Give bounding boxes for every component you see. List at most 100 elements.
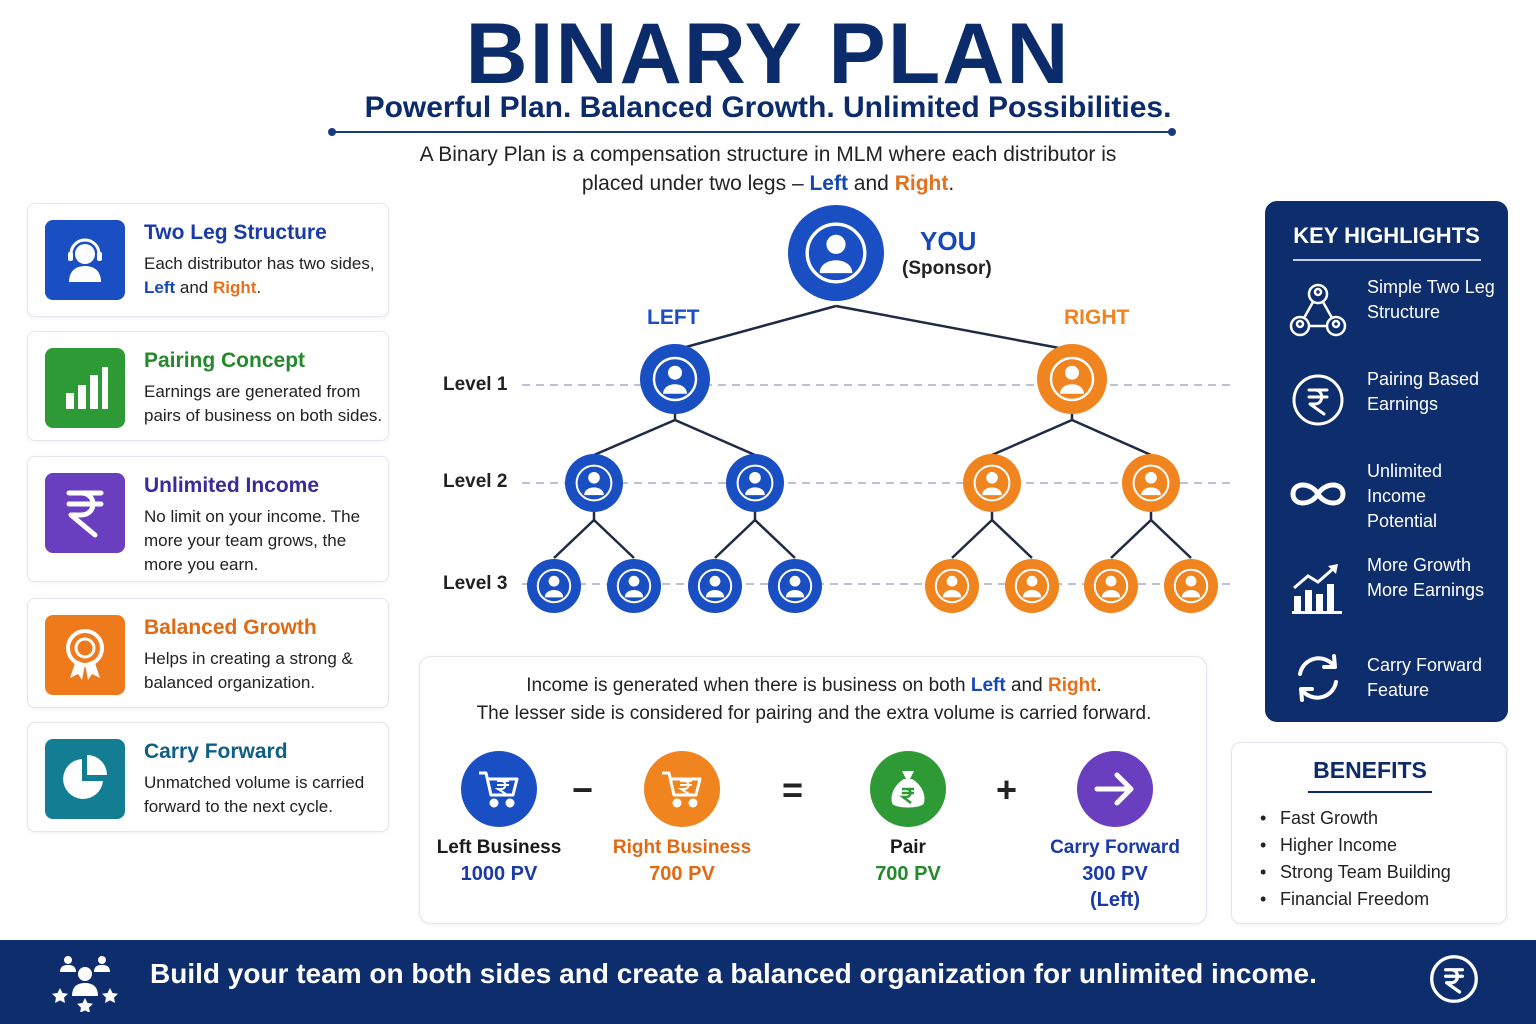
highlight-text: Carry Forward Feature [1367,655,1483,700]
left-level-3-node [688,559,742,613]
left-level-2-node [726,454,784,512]
right-level-3-node [1005,559,1059,613]
refresh-icon [1287,647,1349,709]
right-level-2-node [963,454,1021,512]
team-stars-icon [50,952,120,1013]
right-level-3-node [1164,559,1218,613]
benefit-item: Strong Team Building [1258,859,1451,886]
right-leg-label: RIGHT [1064,306,1130,329]
cart-rupee-icon [644,751,720,827]
feature-card-two-leg: Two Leg Structure Each distributor has t… [27,203,389,317]
tree-nodes [527,205,1218,613]
left-level-3-node [607,559,661,613]
infinity-icon [1287,463,1349,525]
rupee-circle-icon [1287,369,1349,431]
feature-body: Helps in creating a strong & balanced or… [144,649,353,692]
footer-banner: Build your team on both sides and create… [0,940,1536,1024]
calc-label: Carry Forward [1050,837,1180,858]
calc-value: 700 PV [649,863,715,885]
feature-left-word: Left [144,278,176,297]
benefit-item: Financial Freedom [1258,886,1451,913]
calc-label: Left Business [436,837,562,858]
connector [714,519,756,559]
key-highlights-divider [1293,259,1481,261]
income-calculation-panel: Income is generated when there is busine… [419,656,1207,924]
pie-chart-icon [45,739,125,819]
income-end: . [1096,675,1102,696]
intro-text: A Binary Plan is a compensation structur… [368,140,1168,198]
feature-title: Unlimited Income [144,474,320,497]
feature-body: Each distributor has two sides, Left and… [144,252,384,300]
feature-title: Carry Forward [144,740,288,763]
benefit-item: Fast Growth [1258,805,1451,832]
level-2-label: Level 2 [443,471,508,492]
rupee-circle-icon [1428,953,1480,1005]
connector [951,519,993,559]
page-title: BINARY PLAN [465,6,1071,102]
binary-tree-diagram [522,205,1232,613]
income-line-2: The lesser side is considered for pairin… [476,703,1152,724]
equals-operator: = [782,769,804,810]
intro-line-1: A Binary Plan is a compensation structur… [419,143,1117,166]
income-left-word: Left [970,675,1006,696]
feature-body: Unmatched volume is carried forward to t… [144,773,365,816]
connector [674,418,756,457]
calc-left-business: Left Business 1000 PV [434,751,564,887]
income-line-1: Income is generated when there is busine… [420,675,1208,697]
feature-body: No limit on your income. The more your t… [144,507,361,574]
money-bag-icon [870,751,946,827]
connector [835,304,1071,352]
right-level-2-node [1122,454,1180,512]
calc-label: Pair [890,837,926,858]
feature-card-balanced: Balanced Growth Helps in creating a stro… [27,598,389,708]
plus-operator: + [996,769,1018,810]
benefits-divider [1308,791,1432,793]
key-highlights-panel: KEY HIGHLIGHTS Simple Two Leg Structure … [1265,201,1508,722]
page-subtitle: Powerful Plan. Balanced Growth. Unlimite… [364,91,1172,124]
highlight-text: Simple Two Leg Structure [1367,277,1495,322]
highlight-text: More Growth More Earnings [1367,555,1485,600]
connector [991,418,1073,457]
key-highlights-title: KEY HIGHLIGHTS [1293,223,1480,248]
highlight-text: Unlimited Income Potential [1367,461,1443,531]
feature-card-pairing: Pairing Concept Earnings are generated f… [27,331,389,441]
feature-body-text: Each distributor has two sides, [144,254,375,273]
feature-title: Two Leg Structure [144,221,327,244]
bar-chart-icon [45,348,125,428]
left-level-3-node [768,559,822,613]
level-3-label: Level 3 [443,573,508,594]
feature-title: Pairing Concept [144,349,306,372]
network-icon [1287,279,1349,341]
income-and: and [1005,675,1048,696]
calc-note: (Left) [1090,889,1140,911]
sponsor-label: (Sponsor) [902,258,992,279]
feature-card-carry: Carry Forward Unmatched volume is carrie… [27,722,389,832]
benefit-item: Higher Income [1258,832,1451,859]
connector [991,519,1033,559]
feature-title: Balanced Growth [144,616,317,639]
right-level-3-node [925,559,979,613]
right-level-1-node [1037,344,1107,414]
feature-end: . [256,278,262,297]
benefits-list: Fast Growth Higher Income Strong Team Bu… [1258,805,1451,913]
you-label: YOU [920,226,977,256]
intro-right-word: Right [894,172,949,195]
connector [754,519,796,559]
footer-message: Build your team on both sides and create… [150,958,1317,989]
rupee-icon [45,473,125,553]
calc-carry-forward: Carry Forward 300 PV (Left) [1040,751,1190,913]
left-level-3-node [527,559,581,613]
you-sponsor-node [788,205,884,301]
calc-value: 700 PV [875,863,941,885]
arrow-right-icon [1077,751,1153,827]
tree-connectors [522,304,1232,585]
minus-operator: − [572,769,594,810]
growth-chart-icon [1287,557,1349,619]
connector [593,418,676,457]
intro-line-2: placed under two legs – [581,172,810,195]
right-level-3-node [1084,559,1138,613]
connector [1071,418,1152,457]
connector [593,519,635,559]
feature-card-unlimited: Unlimited Income No limit on your income… [27,456,389,582]
feature-and: and [175,278,213,297]
